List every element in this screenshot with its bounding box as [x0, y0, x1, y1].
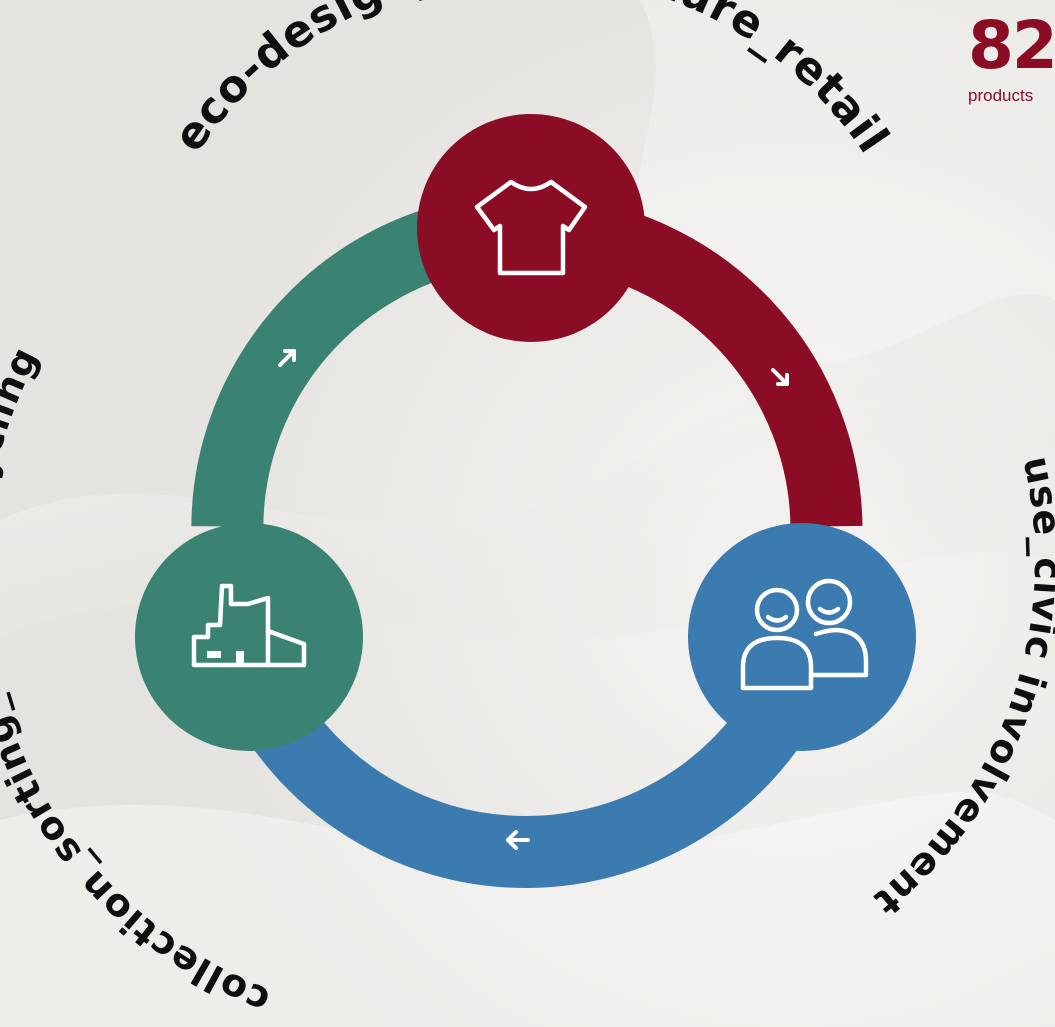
stage-node-design [417, 114, 645, 342]
factory-icon [191, 583, 307, 668]
stat-label: products [968, 86, 1034, 105]
stage-node-end [135, 523, 363, 751]
stage-node-use [688, 523, 916, 751]
arrow-up-right-icon [278, 349, 296, 367]
arrow-left-icon [506, 830, 530, 850]
arrow-icon [278, 349, 789, 850]
arrow-down-right-icon [771, 368, 789, 386]
stat-value: 82 [968, 7, 1055, 84]
fabric-fold [0, 792, 1055, 1027]
stat-callout: 82 products [968, 6, 1055, 106]
people-icon [740, 578, 869, 691]
cycle-arc-blue [213, 648, 839, 888]
t-shirt-icon [474, 179, 588, 276]
